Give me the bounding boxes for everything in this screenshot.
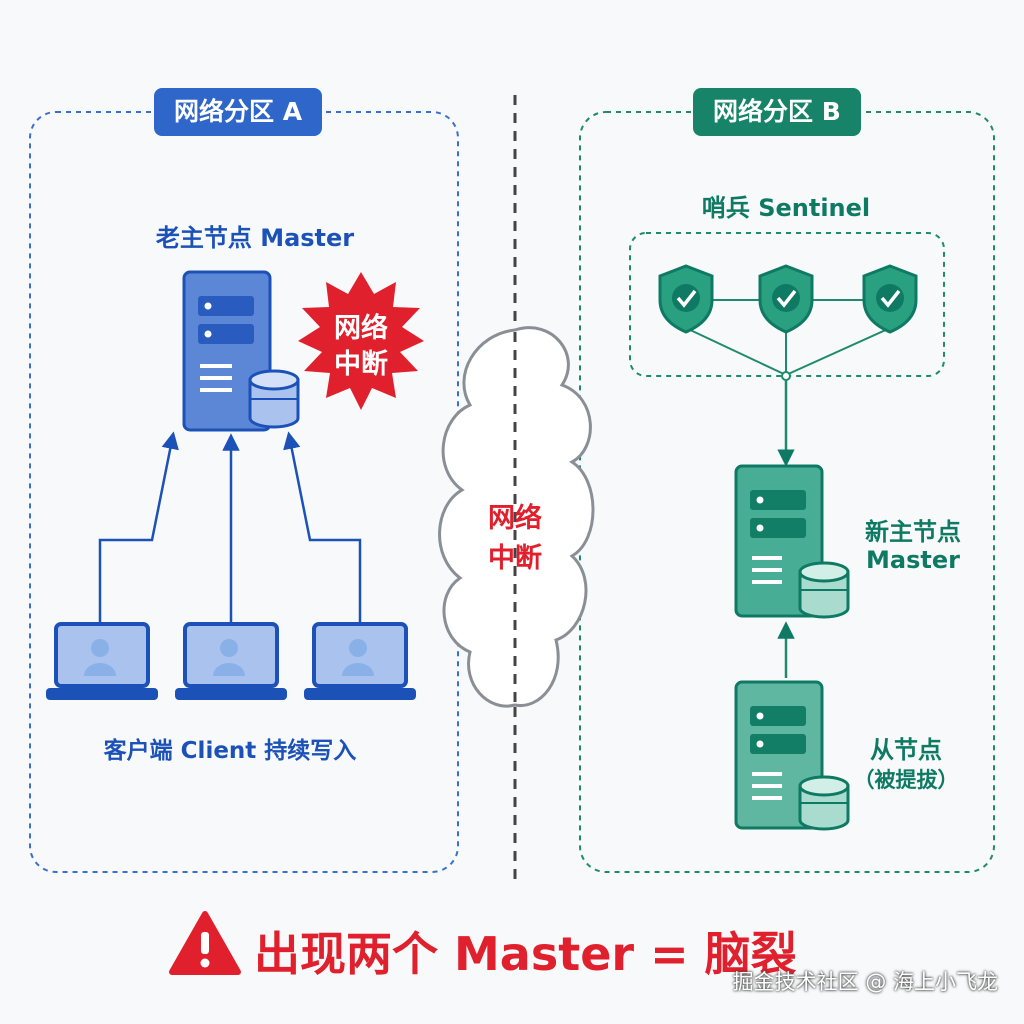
database-icon <box>248 369 300 429</box>
database-icon <box>798 561 850 619</box>
new-master-label-line1: 新主节点 <box>865 518 961 546</box>
conclusion-text: 出现两个 Master = 脑裂 <box>254 927 797 981</box>
shield-check-icon <box>658 264 714 334</box>
laptop-icon <box>46 622 158 700</box>
partition-b-title: 网络分区 B <box>693 88 861 136</box>
client-write-arrow <box>98 431 179 622</box>
watermark: 掘金技术社区 @ 海上小飞龙 <box>732 970 998 994</box>
slave-label-line2: （被提拔） <box>853 768 959 792</box>
cloud-text-line2: 中断 <box>488 543 542 574</box>
cloud-text-line1: 网络 <box>488 503 542 534</box>
client-write-arrow <box>283 431 362 622</box>
new-master-label-line2: Master <box>866 546 960 574</box>
laptop-icon <box>175 622 287 700</box>
old-master-label: 老主节点 Master <box>155 224 355 252</box>
slave-label-line1: 从节点 <box>870 736 942 764</box>
partition-a-title: 网络分区 A <box>154 88 323 136</box>
database-icon <box>798 775 850 831</box>
burst-text-line1: 网络 <box>334 313 388 344</box>
shield-check-icon <box>862 264 918 334</box>
network-break-burst-icon <box>298 272 424 410</box>
shield-check-icon <box>758 264 814 334</box>
warning-icon <box>169 911 241 975</box>
laptop-icon <box>304 622 416 700</box>
clients-label: 客户端 Client 持续写入 <box>103 738 357 764</box>
sentinel-label: 哨兵 Sentinel <box>701 194 871 222</box>
burst-text-line2: 中断 <box>334 349 388 380</box>
